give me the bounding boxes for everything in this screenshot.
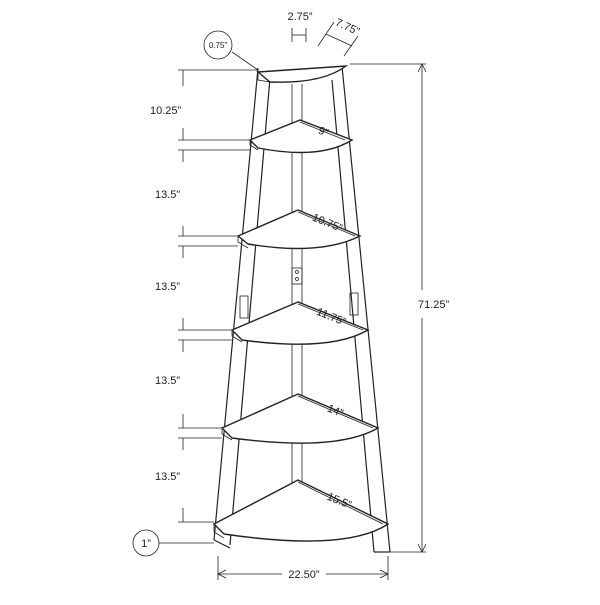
top-depth-dimension <box>291 28 307 42</box>
shelf-2 <box>236 209 362 250</box>
shelf-4 <box>220 393 380 444</box>
shelf-top <box>256 65 349 83</box>
top-width-dimension <box>317 21 359 57</box>
shelf-1-label: 9” <box>316 125 330 140</box>
top-depth-label: 2.75” <box>287 11 312 23</box>
screw-hole <box>295 277 299 281</box>
screw-hole <box>295 270 299 274</box>
bracket-right <box>349 292 359 316</box>
shelf-3 <box>230 301 370 345</box>
top-width-label: 7.75” <box>333 17 361 39</box>
total-height-dimension <box>350 63 427 553</box>
gap-4-label: 13.5” <box>155 375 180 387</box>
left-leg <box>213 67 271 549</box>
total-width-label: 22.50” <box>288 569 320 581</box>
total-height-label: 71.25” <box>418 299 450 311</box>
shelf-5 <box>212 479 390 542</box>
shelf-dimension-lines <box>297 121 384 525</box>
right-leg <box>331 65 391 553</box>
thickness-callout <box>203 30 259 71</box>
leg-foot-label: 1” <box>141 538 151 550</box>
gap-2-label: 13.5” <box>155 189 180 201</box>
total-width-dimension <box>217 556 389 580</box>
bracket-left <box>239 295 249 319</box>
top-thickness-label: 0.75” <box>209 41 228 50</box>
foot-callout <box>132 529 214 557</box>
shelf-4-label: 14” <box>326 403 346 420</box>
gap-5-label: 13.5” <box>155 471 180 483</box>
gap-3-label: 13.5” <box>155 281 180 293</box>
left-gap-dimensions <box>178 69 258 523</box>
bracket-center <box>291 267 303 285</box>
gap-1-label: 10.25” <box>150 105 182 117</box>
shelf-1 <box>248 119 354 154</box>
